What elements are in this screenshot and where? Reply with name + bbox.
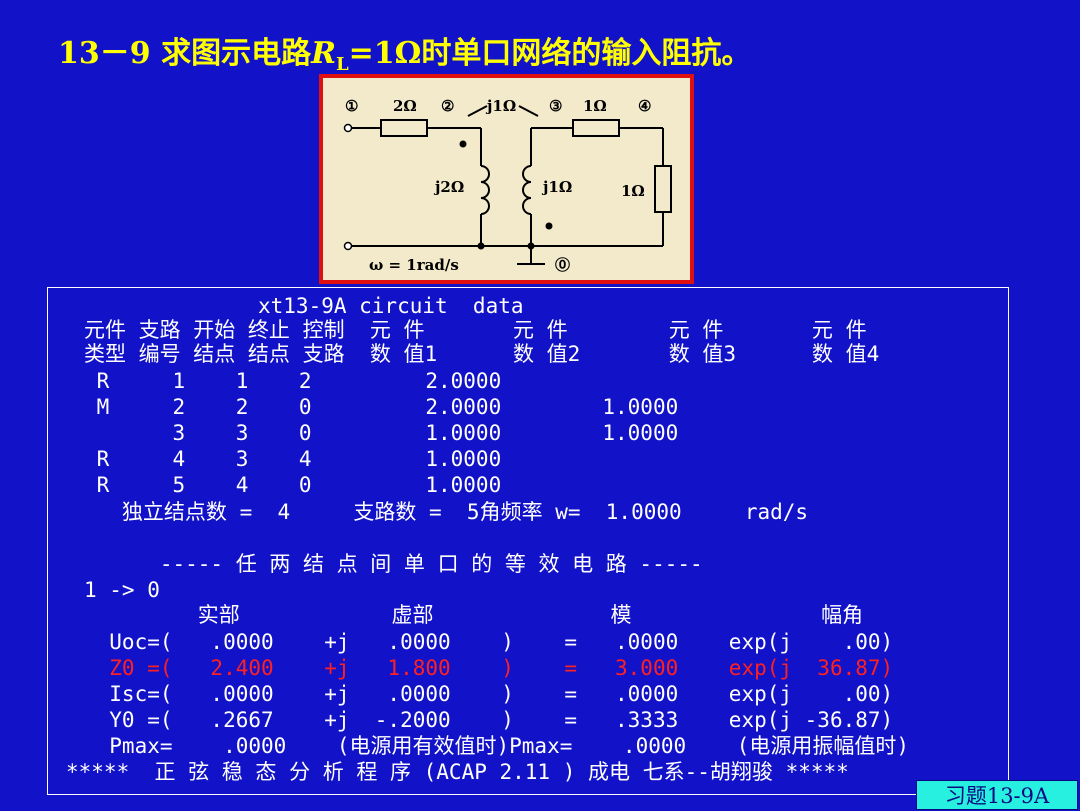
inductor-j1 (522, 165, 532, 215)
panel-header: xt13-9A circuit data (258, 294, 524, 318)
output-panel (47, 287, 1009, 795)
svg-text:2Ω: 2Ω (393, 97, 417, 115)
pmax-line: Pmax= .0000 (电源用有效值时)Pmax= .0000 (电源用振幅值… (84, 734, 910, 758)
svg-text:③: ③ (549, 97, 562, 115)
svg-text:⓪: ⓪ (555, 256, 570, 274)
svg-text:①: ① (345, 97, 358, 115)
column-header-2: 类型 编号 结点 结点 支路 数 值1 数 值2 数 值3 数 值4 (84, 342, 880, 366)
page-title: 13－9 求图示电路RL=1Ω时单口网络的输入阻抗。 (58, 36, 752, 75)
section-heading: ----- 任 两 结 点 间 单 口 的 等 效 电 路 ----- (84, 552, 703, 576)
svg-text:ω = 1rad/s: ω = 1rad/s (369, 256, 459, 274)
svg-text:②: ② (441, 97, 454, 115)
isc-line: Isc=( .0000 +j .0000 ) = .0000 exp(j .00… (84, 682, 894, 706)
result-header: 实部 虚部 模 幅角 (84, 603, 864, 627)
svg-text:j1Ω: j1Ω (541, 178, 572, 196)
data-row: 3 3 0 1.0000 1.0000 (84, 421, 679, 445)
circuit-svg: ① 2Ω ② j1Ω ③ 1Ω ④ j2Ω j1Ω 1Ω ω = 1rad/s … (343, 97, 672, 274)
svg-text:④: ④ (638, 97, 651, 115)
resistor-2ohm (380, 119, 428, 137)
resistor-load (654, 165, 672, 213)
footer-line: ***** 正 弦 稳 态 分 析 程 序 (ACAP 2.11 ) 成电 七系… (66, 760, 849, 784)
data-row: R 5 4 0 1.0000 (84, 473, 502, 497)
svg-text:1Ω: 1Ω (583, 97, 607, 115)
node-pair: 1 -> 0 (84, 578, 160, 602)
resistor-1ohm (572, 119, 620, 137)
circuit-diagram: ① 2Ω ② j1Ω ③ 1Ω ④ j2Ω j1Ω 1Ω ω = 1rad/s … (319, 74, 694, 284)
summary-line: 独立结点数 = 4 支路数 = 5角频率 w= 1.0000 rad/s (84, 500, 809, 524)
data-row: M 2 2 0 2.0000 1.0000 (84, 395, 679, 419)
svg-text:j1Ω: j1Ω (485, 97, 516, 115)
data-row: R 1 1 2 2.0000 (84, 369, 502, 393)
data-row: R 4 3 4 1.0000 (84, 447, 502, 471)
inductor-j2 (480, 165, 490, 215)
svg-text:1Ω: 1Ω (621, 182, 645, 200)
y0-line: Y0 =( .2667 +j -.2000 ) = .3333 exp(j -3… (84, 708, 894, 732)
column-header-1: 元件 支路 开始 终止 控制 元 件 元 件 元 件 元 件 (84, 318, 867, 342)
svg-text:j2Ω: j2Ω (433, 178, 464, 196)
uoc-line: Uoc=( .0000 +j .0000 ) = .0000 exp(j .00… (84, 630, 894, 654)
z0-line: Z0 =( 2.400 +j 1.800 ) = 3.000 exp(j 36.… (84, 656, 894, 680)
exercise-badge: 习题13-9A (916, 780, 1078, 810)
